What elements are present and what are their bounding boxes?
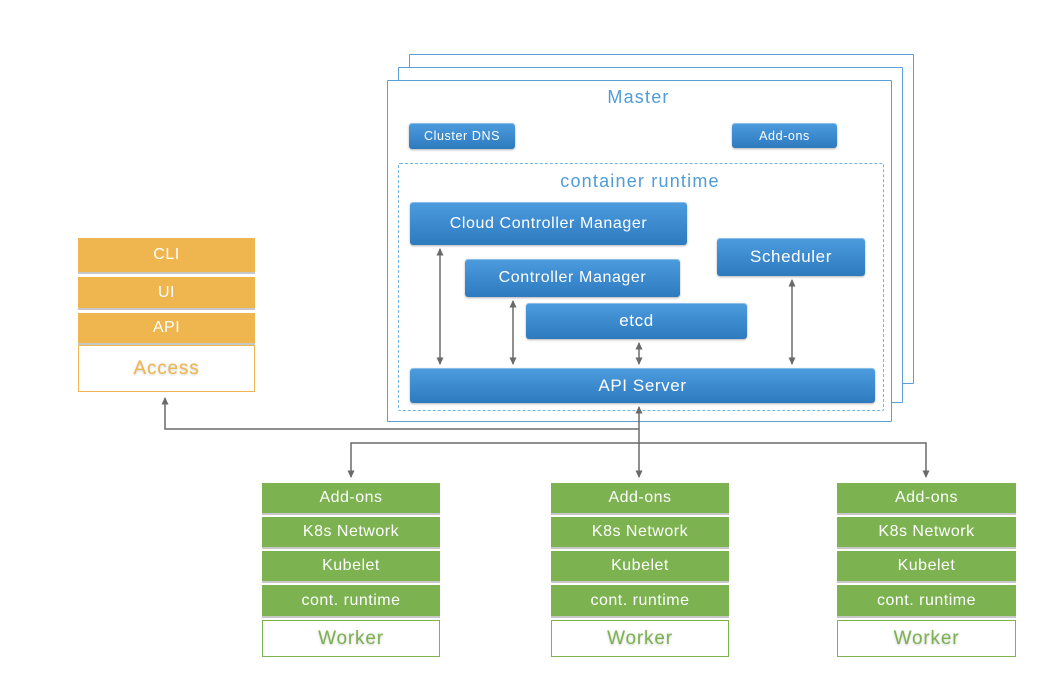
- access-item-cli: CLI: [78, 238, 255, 272]
- worker-row: Add-ons: [262, 483, 440, 513]
- worker-label-box: Worker: [262, 620, 440, 657]
- component-controller-manager: Controller Manager: [465, 259, 680, 297]
- arrow-apiserver-worker3: [639, 442, 930, 478]
- worker-label-box: Worker: [551, 620, 729, 657]
- component-etcd: etcd: [526, 303, 747, 339]
- worker-row: cont. runtime: [262, 585, 440, 616]
- container-runtime-title: container runtime: [560, 171, 720, 191]
- worker-row: Kubelet: [262, 551, 440, 581]
- access-item-ui: UI: [78, 277, 255, 308]
- worker-row: cont. runtime: [551, 585, 729, 616]
- worker-row: K8s Network: [551, 517, 729, 547]
- worker-stack-1: Add-ons K8s Network Kubelet cont. runtim…: [262, 483, 440, 657]
- component-scheduler: Scheduler: [717, 238, 865, 276]
- worker-row: K8s Network: [262, 517, 440, 547]
- worker-row: Add-ons: [551, 483, 729, 513]
- arrow-apiserver-worker1: [347, 442, 639, 478]
- worker-label-box: Worker: [837, 620, 1016, 657]
- worker-stack-2: Add-ons K8s Network Kubelet cont. runtim…: [551, 483, 729, 657]
- access-item-api: API: [78, 313, 255, 343]
- access-stack: CLI UI API Access: [78, 238, 255, 392]
- master-title: Master: [607, 87, 670, 107]
- worker-row: cont. runtime: [837, 585, 1016, 616]
- worker-stack-3: Add-ons K8s Network Kubelet cont. runtim…: [837, 483, 1016, 657]
- worker-row: Kubelet: [551, 551, 729, 581]
- access-label-box: Access: [78, 345, 255, 392]
- worker-row: K8s Network: [837, 517, 1016, 547]
- cluster-dns-box: Cluster DNS: [409, 123, 515, 149]
- component-cloud-controller-manager: Cloud Controller Manager: [410, 202, 687, 245]
- worker-row: Add-ons: [837, 483, 1016, 513]
- worker-row: Kubelet: [837, 551, 1016, 581]
- component-api-server: API Server: [410, 368, 875, 403]
- master-addons-box: Add-ons: [732, 123, 837, 148]
